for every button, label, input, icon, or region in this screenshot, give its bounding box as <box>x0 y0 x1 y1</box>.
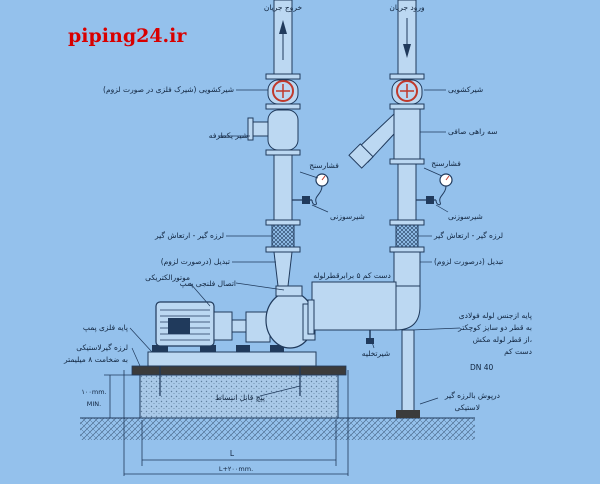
label-inlet-flow: ورود جریان <box>389 3 425 12</box>
label-reducer-left: تبدیل (درصورت لزوم) <box>161 257 230 266</box>
label-needle-valve-left: شیرسوزنی <box>330 212 365 221</box>
label-support-2: به قطر دو سایز کوچکتر <box>457 323 532 332</box>
label-rubber-iso: لرزه گیرلاستیکی <box>76 343 128 352</box>
label-rubber-pad-1: درپوش بالرزه گیر <box>444 391 500 400</box>
label-anchor-bolt: پیچ قابل انبساط <box>215 393 265 402</box>
label-pump-flange: اتصال فلنجی پمپ <box>180 279 236 288</box>
pressure-gauge-discharge <box>311 173 329 206</box>
label-motor: موتورالکتریکی <box>145 273 190 282</box>
label-thickness: به ضخامت ۸ میلیمتر <box>63 355 128 364</box>
label-dim-min-2: MIN. <box>87 400 101 408</box>
label-support-1: پایه ازجنس لوله فولادی <box>459 311 532 320</box>
suction-pipe <box>348 0 436 331</box>
pressure-gauge-suction <box>435 173 453 206</box>
label-drain-valve: شیرتخلیه <box>362 349 390 358</box>
label-reducer-right: تبدیل (درصورت لزوم) <box>434 257 503 266</box>
label-rubber-pad-2: لاستیکی <box>455 403 480 412</box>
gate-valve-suction <box>391 79 423 105</box>
ground <box>80 417 475 440</box>
steel-support <box>396 329 420 418</box>
label-dim-l-2: L+۲۰۰mm. <box>219 465 253 473</box>
label-pump-base: پایه فلزی پمپ <box>83 323 128 332</box>
dimension-lines <box>104 370 349 476</box>
label-vibration-right: لرزه گیر - ارتعاش گیر <box>433 231 503 240</box>
pump <box>245 285 316 349</box>
label-pressure-gauge-left: فشارسنج <box>309 161 339 170</box>
label-strainer-tee: سه راهی صافی <box>448 127 497 136</box>
leader-lines <box>129 89 461 405</box>
label-check-valve: شیر یکطرفه <box>209 131 248 140</box>
brand-logo: piping24.ir <box>68 25 187 47</box>
rubber-isolation-pad <box>131 365 347 376</box>
discharge-pipe <box>247 0 312 287</box>
concrete-foundation <box>139 374 339 419</box>
label-dim-min: ۱۰۰mm. <box>81 388 106 396</box>
label-dim-l: L <box>230 449 235 458</box>
pump-base-frame <box>147 345 317 367</box>
suction-horizontal-pipe <box>307 281 397 344</box>
label-pressure-gauge-right: فشارسنج <box>431 159 461 168</box>
label-distance-pipe: دست کم ۵ برابرقطرلوله <box>313 271 391 280</box>
label-support-3: از قطر لوله مکش، <box>473 335 532 344</box>
label-support-4: دست کم <box>504 347 532 356</box>
electric-motor <box>155 301 247 347</box>
label-gate-valve-metal: شیرکشویی (شیرک فلزی در صورت لزوم) <box>103 85 234 94</box>
label-support-dn: DN 40 <box>470 363 494 372</box>
label-needle-valve-right: شیرسوزنی <box>448 212 483 221</box>
label-vibration-left: لرزه گیر - ارتعاش گیر <box>154 231 224 240</box>
label-outlet-flow: خروج جریان <box>264 3 303 12</box>
label-gate-valve: شیرکشویی <box>448 85 483 94</box>
gate-valve-discharge <box>267 79 299 105</box>
